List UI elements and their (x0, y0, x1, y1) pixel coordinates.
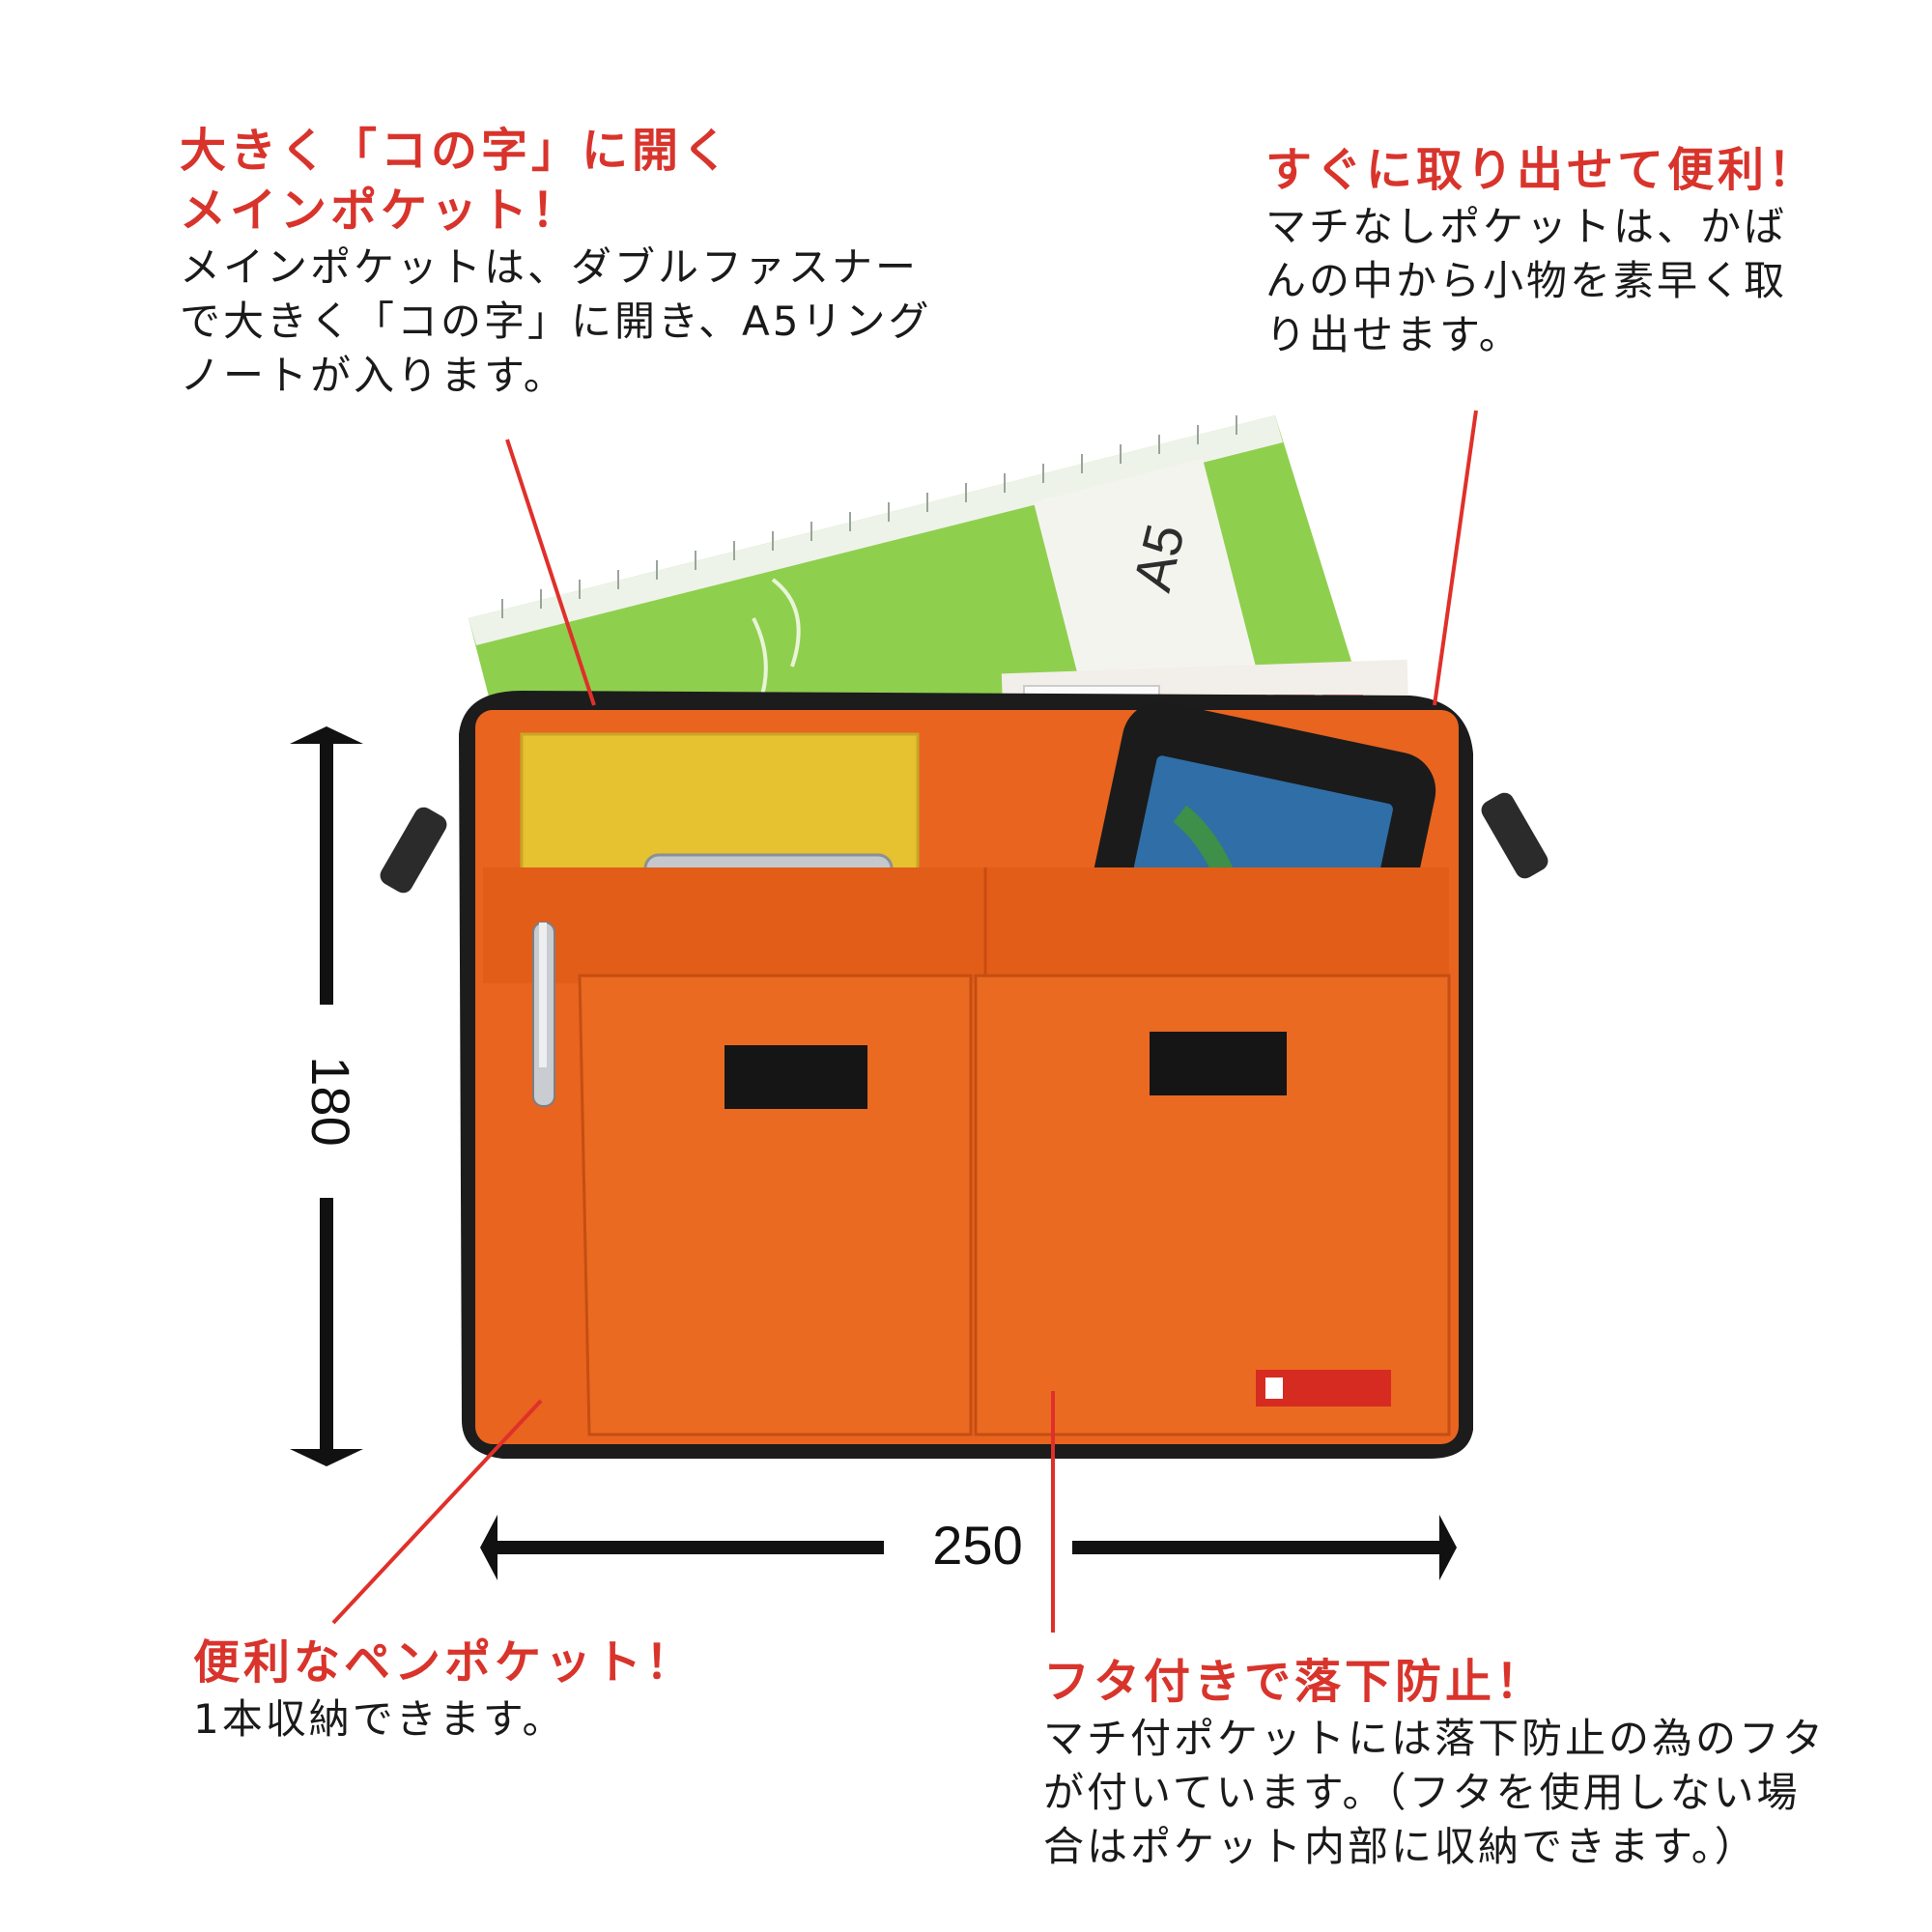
main-pocket-body: メインポケットは、ダブルファスナー で大きく「コの字」に開き、A5リング ノート… (180, 243, 932, 399)
callout-quick-access: すぐに取り出せて便利！ マチなしポケットは、かば んの中から小物を素早く取 り出… (1265, 140, 1922, 362)
flap-body: マチ付ポケットには落下防止の為のフタ が付いています。（フタを使用しない場 合は… (1043, 1715, 1827, 1870)
velcro-patch-right (1150, 1032, 1287, 1095)
pen-pocket-body: 1本収納できます。 (193, 1695, 566, 1743)
quick-access-headline: すぐに取り出せて便利！ (1265, 143, 1819, 197)
callout-flap: フタ付きで落下防止！ マチ付ポケットには落下防止の為のフタ が付いています。（フ… (1043, 1652, 1922, 1874)
quick-access-body: マチなしポケットは、かば んの中から小物を素早く取 り出せます。 (1265, 203, 1788, 358)
width-dimension-arrow (480, 1515, 1457, 1580)
height-dimension-arrow (290, 726, 363, 1466)
height-label: 180 (300, 1056, 361, 1146)
zipper-pull-right (1481, 792, 1548, 879)
width-label: 250 (932, 1515, 1022, 1576)
flap-headline: フタ付きで落下防止！ (1043, 1655, 1547, 1709)
zipper-pull-left (380, 807, 447, 894)
leader-lines (331, 410, 1478, 1633)
velcro-patch-left (724, 1045, 867, 1109)
callout-pen-pocket: 便利なペンポケット！ 1本収納できます。 (193, 1633, 869, 1747)
pen (532, 922, 555, 1107)
main-pocket-headline: 大きく「コの字」に開く メインポケット！ (180, 124, 733, 238)
callout-main-pocket: 大きく「コの字」に開く メインポケット！ メインポケットは、ダブルファスナー で… (180, 121, 1010, 403)
pen-pocket-headline: 便利なペンポケット！ (193, 1635, 696, 1690)
bag-in-bag-organizer (380, 691, 1548, 1459)
